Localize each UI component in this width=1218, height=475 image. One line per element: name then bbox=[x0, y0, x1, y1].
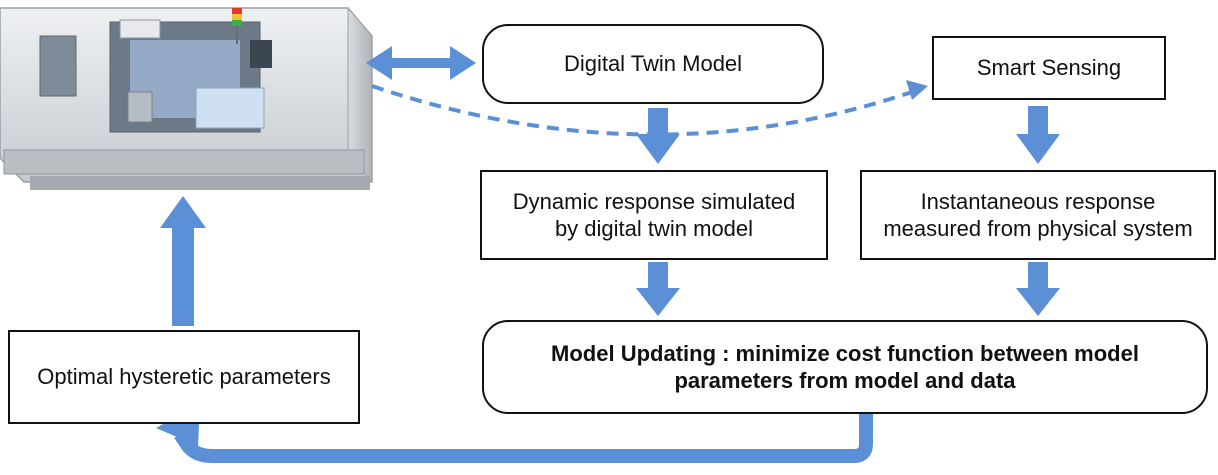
model-updating-box: Model Updating : minimize cost function … bbox=[482, 320, 1208, 414]
optimal-parameters-box: Optimal hysteretic parameters bbox=[8, 330, 360, 424]
instantaneous-response-label: Instantaneous response measured from phy… bbox=[883, 188, 1193, 242]
bidirectional-arrow bbox=[366, 46, 476, 80]
digital-twin-model-label: Digital Twin Model bbox=[563, 51, 743, 77]
digital-twin-model-box: Digital Twin Model bbox=[482, 24, 824, 104]
smart-sensing-box: Smart Sensing bbox=[932, 36, 1166, 100]
instantaneous-response-box: Instantaneous response measured from phy… bbox=[860, 170, 1216, 260]
model-updating-label: Model Updating : minimize cost function … bbox=[551, 340, 1139, 394]
arrow-twin-to-dynamic bbox=[636, 108, 680, 164]
dynamic-response-label: Dynamic response simulated by digital tw… bbox=[512, 188, 796, 242]
dashed-sensing-arrow bbox=[371, 80, 928, 137]
arrow-instant-to-updating bbox=[1016, 262, 1060, 316]
arrow-optimal-to-machine bbox=[160, 196, 206, 326]
arrow-sensing-to-instant bbox=[1016, 106, 1060, 164]
smart-sensing-label: Smart Sensing bbox=[976, 55, 1122, 81]
optimal-parameters-label: Optimal hysteretic parameters bbox=[37, 364, 331, 390]
arrow-dynamic-to-updating bbox=[636, 262, 680, 316]
dynamic-response-box: Dynamic response simulated by digital tw… bbox=[480, 170, 828, 260]
cnc-lathe-machine bbox=[0, 6, 373, 190]
